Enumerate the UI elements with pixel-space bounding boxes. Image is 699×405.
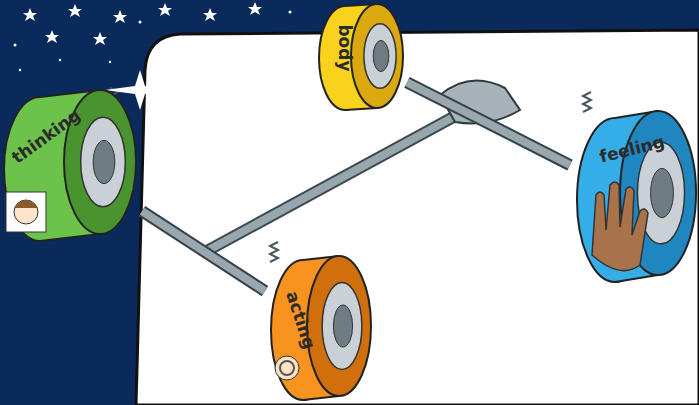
axle-outline <box>142 211 265 291</box>
axle-connector <box>142 211 265 291</box>
wheel-node: acting <box>265 250 377 405</box>
driveshaft <box>205 108 470 252</box>
wheel-node: thinking <box>0 84 142 246</box>
wheel-shape <box>315 0 407 118</box>
wheel-node: feeling <box>570 105 699 291</box>
axle-connector <box>407 82 570 165</box>
springs <box>110 20 591 262</box>
white-panel <box>136 30 699 405</box>
axle-outline <box>407 82 570 165</box>
wheel-shape <box>265 250 377 405</box>
wheel-node: body <box>315 0 407 118</box>
wheel-label: body <box>335 24 355 71</box>
wheel-shape <box>570 105 699 291</box>
